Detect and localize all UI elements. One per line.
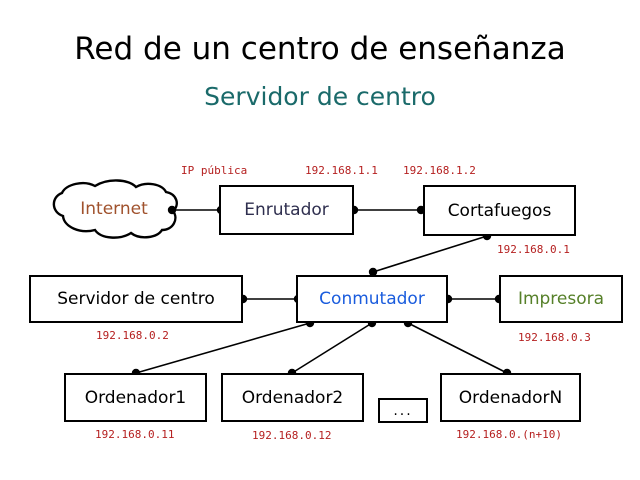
label-server-ip: 192.168.0.2 (96, 329, 169, 342)
node-conmutador[interactable]: Conmutador (296, 275, 448, 323)
page-title: Red de un centro de enseñanza (74, 31, 566, 67)
link-switch-pc1 (135, 322, 311, 374)
label-pcn-ip: 192.168.0.(n+10) (456, 428, 562, 441)
label-router-wan-ip: 192.168.1.1 (305, 164, 378, 177)
link-dot-switch-top (368, 267, 378, 277)
node-impresora[interactable]: Impresora (499, 275, 623, 323)
link-dot-internet (167, 205, 177, 215)
node-servidor-de-centro[interactable]: Servidor de centro (29, 275, 243, 323)
node-internet[interactable]: Internet (80, 199, 148, 219)
node-ordenador2[interactable]: Ordenador2 (221, 373, 364, 422)
label-firewall-wan-ip: 192.168.1.2 (403, 164, 476, 177)
link-switch-pcn (407, 322, 508, 374)
node-ordenadorn[interactable]: OrdenadorN (440, 373, 581, 422)
label-firewall-lan-ip: 192.168.0.1 (497, 243, 570, 256)
label-ip-publica: IP pública (181, 164, 248, 177)
internet-cloud-shape (52, 179, 178, 239)
link-switch-pc2 (291, 322, 373, 374)
label-pc1-ip: 192.168.0.11 (95, 428, 175, 441)
node-enrutador[interactable]: Enrutador (219, 185, 354, 235)
node-ellipsis[interactable]: ... (378, 398, 428, 423)
node-ordenador1[interactable]: Ordenador1 (64, 373, 207, 422)
node-cortafuegos[interactable]: Cortafuegos (423, 185, 576, 236)
label-pc2-ip: 192.168.0.12 (252, 429, 332, 442)
label-printer-ip: 192.168.0.3 (518, 331, 591, 344)
page-subtitle: Servidor de centro (204, 82, 436, 111)
link-firewall-switch (372, 235, 488, 273)
